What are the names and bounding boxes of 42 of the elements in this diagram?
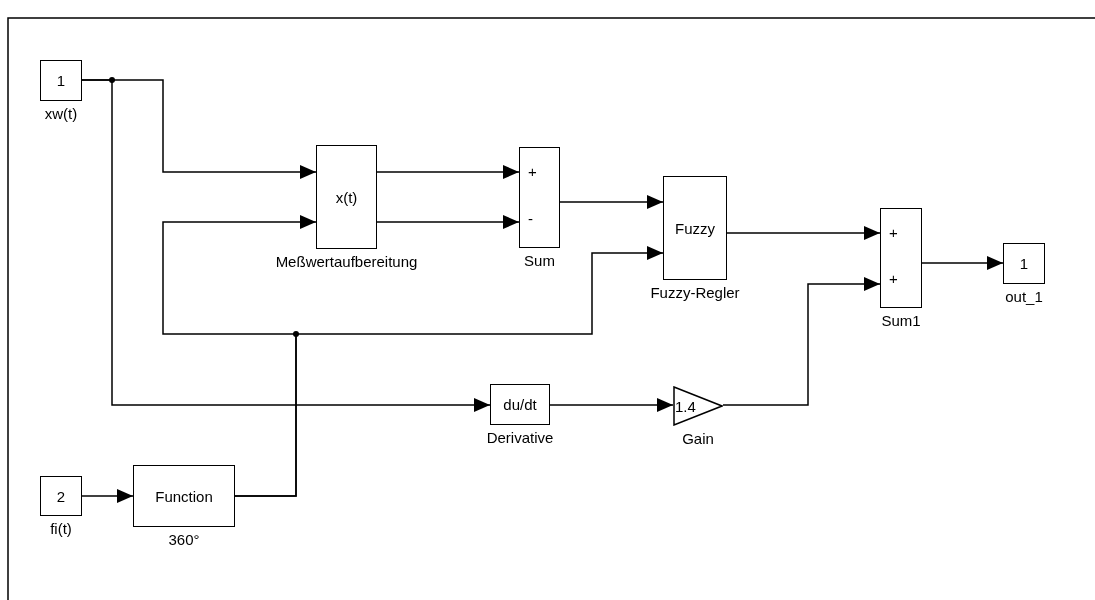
signal-arrow <box>376 165 520 179</box>
block <box>490 384 550 425</box>
sign-label: + <box>889 271 898 287</box>
sign-label: + <box>889 225 898 241</box>
block-name: 360° <box>168 531 200 548</box>
block <box>40 476 82 516</box>
signal-arrow <box>81 489 134 503</box>
block-label: x(t) <box>335 188 358 206</box>
block-name: Fuzzy-Regler <box>650 284 740 301</box>
signal-arrow <box>921 256 1004 270</box>
gain-block <box>673 386 723 426</box>
block-label: Fuzzy <box>675 219 715 237</box>
block-name: Sum <box>524 252 555 269</box>
signal-arrow <box>726 226 881 240</box>
block-name: Meßwertaufbereitung <box>275 253 418 270</box>
signal-arrow <box>81 79 491 412</box>
block-label: Function <box>155 487 213 505</box>
block-label: du/dt <box>503 396 537 413</box>
block <box>1003 243 1045 284</box>
block-label: 1.4 <box>675 397 696 415</box>
block <box>663 176 727 280</box>
block-name: out_1 <box>1005 288 1043 305</box>
sign-label: + <box>528 164 537 180</box>
block-label: 2 <box>56 487 66 505</box>
block-label: 1 <box>1019 255 1029 272</box>
block-label: 1 <box>56 72 66 89</box>
block <box>133 465 235 527</box>
block-name: Derivative <box>486 429 554 446</box>
block <box>316 145 377 249</box>
block-name: Gain <box>682 430 714 447</box>
signal-arrow <box>234 246 664 497</box>
signal-arrow <box>376 215 520 229</box>
block-name: fi(t) <box>50 520 72 537</box>
sum-block <box>880 208 922 308</box>
signal-arrow <box>722 277 881 406</box>
sum-block <box>519 147 560 248</box>
sign-label: - <box>528 211 533 227</box>
signal-arrow <box>559 195 664 209</box>
block-name: xw(t) <box>44 105 78 122</box>
block-name: Sum1 <box>881 312 921 329</box>
block <box>40 60 82 101</box>
signal-arrow <box>549 398 674 412</box>
